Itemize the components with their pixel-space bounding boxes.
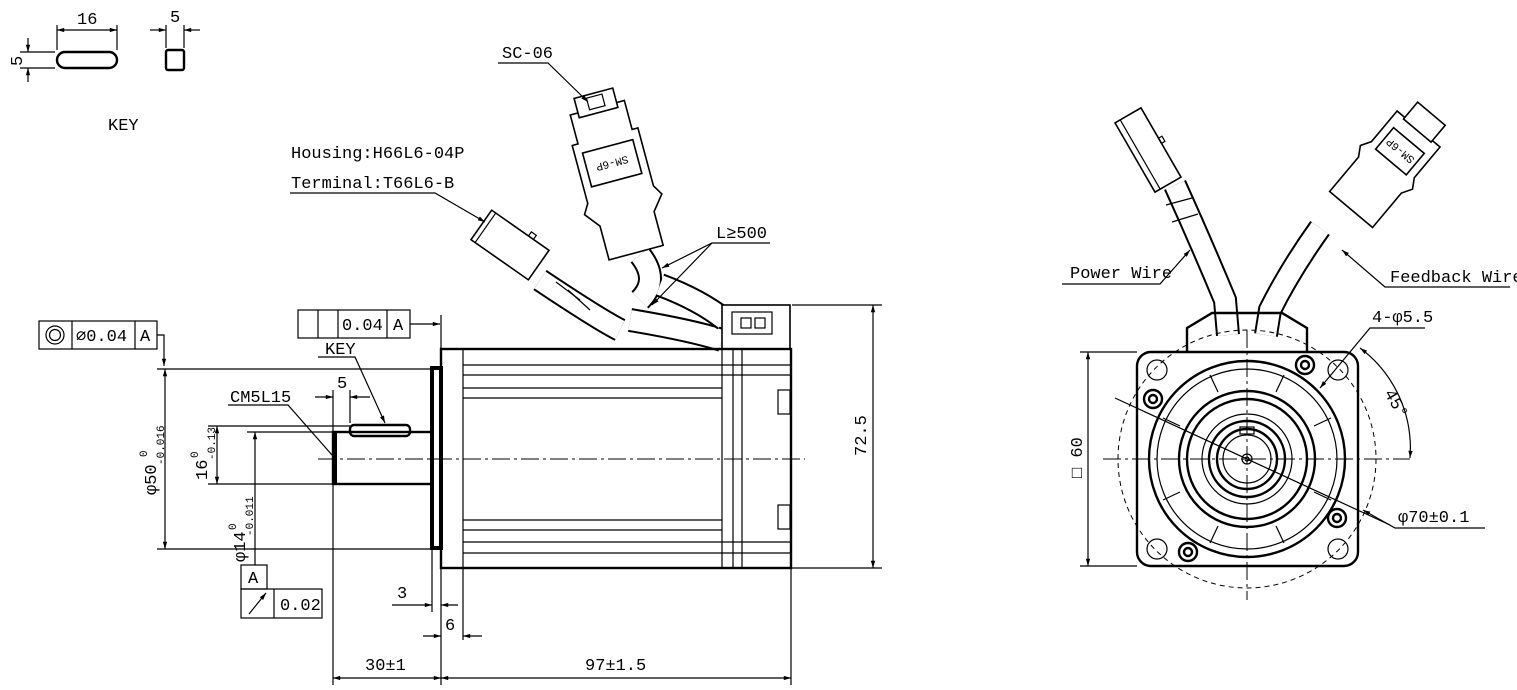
key-offset-dim: 5: [337, 375, 347, 394]
shaft: [331, 430, 434, 486]
pcd-label: φ70±0.1: [1398, 509, 1469, 528]
pilot-dia-dim: φ50: [143, 464, 162, 495]
feedback-wire-label: Feedback Wire: [1390, 269, 1517, 288]
holes-label: 4-φ5.5: [1372, 309, 1433, 328]
runout-tolerance: 0.02: [280, 597, 321, 616]
runout-frame: [240, 588, 323, 619]
cable-length-label: L≥500: [716, 225, 767, 244]
screws: [1142, 354, 1348, 563]
height-dim: 72.5: [853, 415, 872, 456]
key-callout: KEY: [325, 341, 356, 360]
coaxiality-datum: A: [140, 328, 151, 347]
power-housing-connector: [469, 209, 551, 281]
feedback-connector-front: SM-6P: [1328, 101, 1447, 229]
shaft-dia-upper: 0: [228, 523, 240, 530]
flange: [430, 366, 443, 550]
key-height-dim: 16: [194, 460, 213, 480]
mount-hole: [1327, 359, 1349, 381]
key-detail: 16 5 5 KEY: [9, 9, 200, 136]
shaft-key: [348, 423, 412, 438]
perpendicularity-tolerance: 0.04: [342, 317, 383, 336]
mount-hole: [1327, 538, 1349, 560]
mount-hole: [1146, 538, 1168, 560]
sc06-connector: SM-6P: [569, 87, 665, 261]
key-width: 5: [9, 56, 28, 66]
datum-label: A: [248, 570, 259, 589]
cable-outlet-block: [1185, 311, 1309, 352]
motor-side-view: [318, 304, 805, 570]
power-wire-label: Power Wire: [1070, 265, 1172, 284]
pilot-dia-upper: 0: [139, 450, 151, 457]
perpendicularity-datum: A: [393, 317, 404, 336]
shaft-length-dim: 30±1: [365, 657, 406, 676]
side-cables: [533, 247, 733, 352]
flange-thickness-dim: 3: [397, 585, 407, 604]
front-annotations: Power Wire Feedback Wire 4-φ5.5 45° φ70±…: [1062, 249, 1517, 567]
side-annotations: SC-06 Housing:H66L6-04P Terminal:T66L6-B…: [38, 45, 882, 685]
housing-label: Housing:H66L6-04P: [291, 145, 464, 164]
square-dim: □ 60: [1069, 437, 1088, 478]
key-height-upper: 0: [190, 451, 202, 458]
power-connector-front: [1113, 106, 1183, 194]
motor-front-view: [1103, 311, 1410, 600]
pilot-length-dim: 6: [445, 617, 455, 636]
connector-label: SC-06: [502, 45, 553, 64]
thread-callout: CM5L15: [230, 389, 291, 408]
body-length-dim: 97±1.5: [585, 657, 646, 676]
pilot-dia-lower: -0.016: [156, 425, 168, 465]
angle-label: 45°: [1379, 387, 1411, 423]
runout-icon: [248, 592, 267, 615]
key-length: 16: [77, 11, 97, 30]
mount-hole: [1146, 359, 1168, 381]
key-height-lower: -0.13: [207, 427, 219, 460]
shaft-dia-dim: φ14: [232, 531, 251, 562]
key-label: KEY: [108, 117, 139, 136]
key-end-shape: [164, 48, 186, 72]
shaft-dia-lower: -0.011: [245, 496, 257, 536]
key-height: 5: [170, 9, 180, 28]
concentricity-icon: [45, 325, 65, 345]
key-top-shape: [55, 50, 119, 70]
terminal-label: Terminal:T66L6-B: [291, 175, 454, 194]
coaxiality-tolerance: ∅0.04: [76, 328, 127, 347]
front-cables: [1164, 180, 1330, 337]
